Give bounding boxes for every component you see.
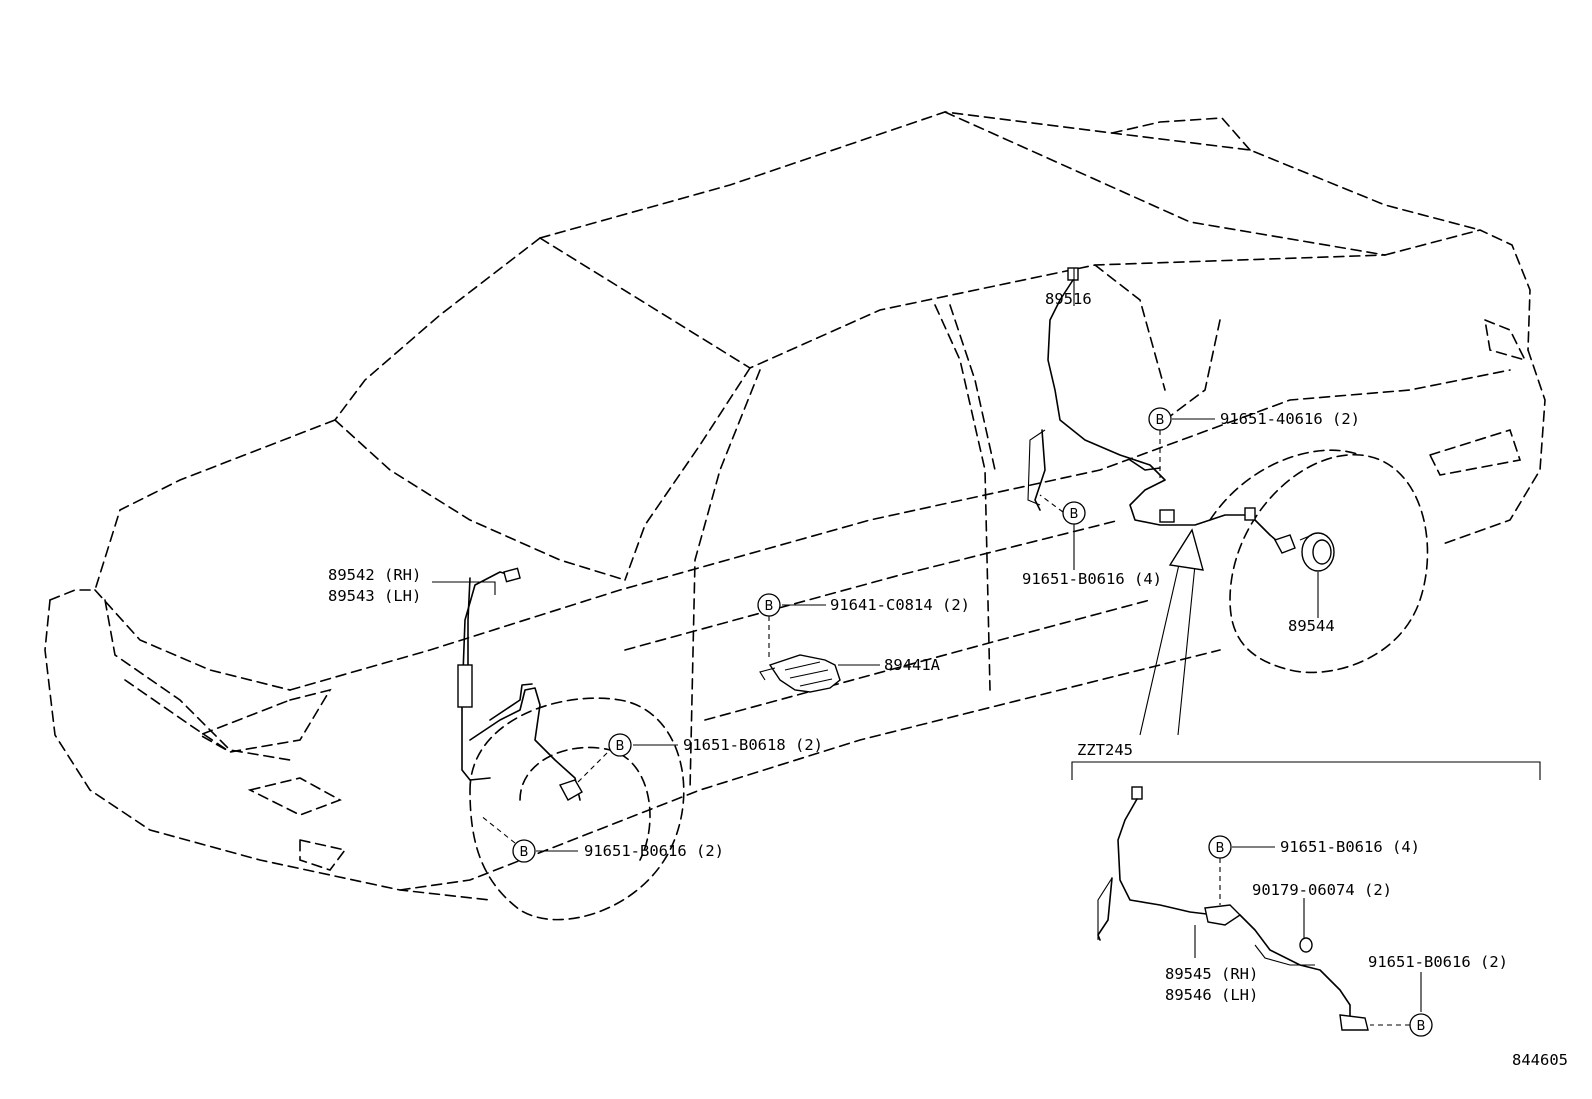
rear-sensor-rotor [1299, 532, 1335, 572]
abs-actuator-ecu [759, 654, 841, 693]
label-front-sensor-rh: 89542 (RH) [328, 566, 421, 584]
label-ecu: 89441A [884, 656, 941, 674]
label-inset-sensor-lh: 89546 (LH) [1165, 986, 1258, 1004]
label-front-bolt-lower: 91651-B0616 (2) [584, 842, 724, 860]
label-rear-harness: 89516 [1045, 290, 1092, 308]
bolt-symbol-rear-lower: B [1062, 501, 1086, 525]
bolt-symbol-front-lower: B [512, 839, 536, 863]
svg-text:B: B [1216, 841, 1225, 856]
label-inset-bolt-upper: 91651-B0616 (4) [1280, 838, 1420, 856]
inset-bracket-line [1071, 761, 1541, 780]
svg-text:B: B [1417, 1019, 1426, 1034]
car-body-outline [44, 111, 1546, 921]
label-rear-bolt-lower: 91651-B0616 (4) [1022, 570, 1162, 588]
bolt-symbol-ecu: B [757, 593, 781, 617]
bolt-symbol-inset-upper: B [1208, 835, 1232, 859]
svg-text:B: B [1156, 413, 1165, 428]
inset-detail-zzt245 [1071, 761, 1541, 1031]
svg-text:B: B [765, 599, 774, 614]
label-inset-nut: 90179-06074 (2) [1252, 881, 1392, 899]
label-rear-bolt-upper: 91651-40616 (2) [1220, 410, 1360, 428]
detail-arrow [1139, 528, 1204, 736]
rear-sensor-harness [1027, 267, 1296, 554]
label-front-sensor-lh: 89543 (LH) [328, 587, 421, 605]
part-number-labels: 89542 (RH) 89543 (LH) 91651-B0618 (2) 91… [328, 290, 1568, 1069]
bolt-symbol-rear-upper: B [1148, 407, 1172, 431]
label-ecu-bolt: 91641-C0814 (2) [830, 596, 970, 614]
bolt-symbol-front-upper: B [608, 733, 632, 757]
svg-text:B: B [616, 739, 625, 754]
label-inset-bolt-lower: 91651-B0616 (2) [1368, 953, 1508, 971]
figure-number: 844605 [1512, 1051, 1568, 1069]
svg-text:B: B [1070, 507, 1079, 522]
bolt-symbol-inset-lower: B [1409, 1013, 1433, 1037]
bolt-symbols: B B B B B B B [512, 407, 1433, 1037]
label-variant: ZZT245 [1077, 741, 1133, 759]
label-front-bolt-upper: 91651-B0618 (2) [683, 736, 823, 754]
svg-text:B: B [520, 845, 529, 860]
leader-lines [432, 268, 1422, 1026]
label-inset-sensor-rh: 89545 (RH) [1165, 965, 1258, 983]
front-speed-sensor [457, 567, 583, 801]
label-rear-rotor: 89544 [1288, 617, 1335, 635]
